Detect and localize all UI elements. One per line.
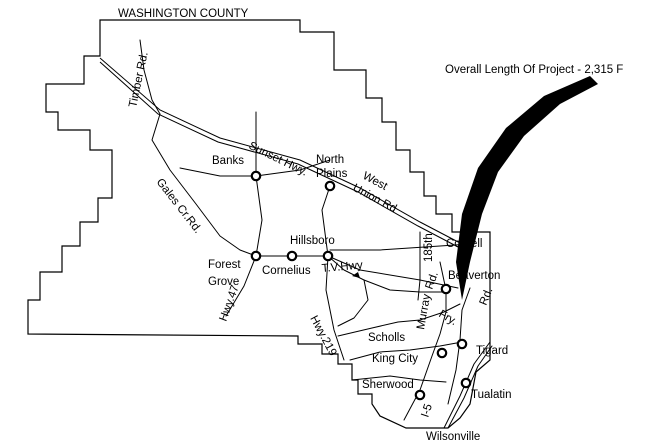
hwy-219-line bbox=[325, 255, 345, 361]
road-label-timber: Timber Rd. bbox=[127, 51, 150, 109]
road-label-hwy47: Hwy.47 bbox=[218, 284, 242, 323]
town-marker-hillsboro bbox=[322, 250, 334, 262]
road-label-185th-rd: Rd. bbox=[424, 270, 441, 291]
timber-rd-line bbox=[139, 39, 161, 115]
project-pointer-arrow bbox=[456, 76, 598, 300]
town-marker-forest-grove bbox=[250, 250, 262, 262]
town-label-north-plains-2: Plains bbox=[316, 168, 348, 180]
north-plains-road-line bbox=[321, 185, 331, 257]
town-label-cornelius: Cornelius bbox=[262, 265, 311, 277]
hillsboro-south-road-a bbox=[327, 255, 369, 327]
tv-hwy-line bbox=[255, 255, 459, 289]
road-label-i5: I-5 bbox=[419, 402, 435, 418]
town-label-king-city: King City bbox=[372, 353, 418, 365]
town-label-forest-grove-2: Grove bbox=[208, 276, 239, 288]
scholls-road-line bbox=[337, 303, 461, 337]
sunset-hwy-line-a bbox=[99, 57, 463, 245]
town-marker-tigard bbox=[456, 338, 468, 350]
gales-creek-rd-line bbox=[151, 113, 257, 257]
town-marker-beaverton bbox=[440, 283, 452, 295]
town-label-tigard: Tigard bbox=[476, 345, 508, 357]
junction-marker bbox=[352, 272, 360, 278]
town-label-north-plains-1: North bbox=[316, 154, 344, 166]
king-city-road-line bbox=[349, 341, 463, 361]
i5-line-b bbox=[447, 345, 493, 429]
sunset-hwy-line-b bbox=[99, 61, 461, 249]
road-185th-line bbox=[417, 231, 421, 301]
town-marker-cornelius bbox=[286, 250, 298, 262]
town-label-banks: Banks bbox=[212, 155, 244, 167]
town-marker-king-city bbox=[436, 347, 448, 359]
road-label-hwy219: Hwy.219 bbox=[307, 314, 338, 358]
town-marker-tualatin bbox=[460, 377, 472, 389]
town-label-hillsboro: Hillsboro bbox=[290, 235, 335, 247]
hillsboro-south-road-b bbox=[363, 279, 447, 293]
road-label-gales: Gales Cr.Rd. bbox=[154, 176, 204, 235]
road-label-scholls: Scholls bbox=[368, 332, 405, 344]
project-length-note: Overall Length Of Project - 2,315 F bbox=[445, 64, 623, 76]
town-label-cornell: Cornell bbox=[446, 238, 482, 250]
town-marker-banks bbox=[250, 170, 262, 182]
town-label-beaverton: Beaverton bbox=[448, 270, 500, 282]
town-label-tualatin: Tualatin bbox=[471, 389, 512, 401]
road-label-fry-rd: Rd. bbox=[478, 286, 496, 307]
town-marker-north-plains bbox=[324, 180, 336, 192]
road-label-185th: 185th bbox=[423, 233, 435, 262]
town-label-wilsonville: Wilsonville bbox=[426, 431, 480, 443]
town-label-sherwood: Sherwood bbox=[362, 379, 414, 391]
town-marker-sherwood bbox=[414, 389, 426, 401]
hwy-47-line bbox=[225, 111, 263, 317]
map-title: WASHINGTON COUNTY bbox=[118, 8, 249, 20]
town-label-forest-grove-1: Forest bbox=[208, 259, 241, 271]
cornell-road-line bbox=[329, 243, 471, 251]
road-label-fry: Fry. bbox=[437, 308, 459, 328]
road-label-tv-hwy: T.V.Hwy bbox=[321, 259, 363, 275]
county-boundary bbox=[27, 19, 491, 429]
southern-road-line bbox=[351, 375, 447, 383]
